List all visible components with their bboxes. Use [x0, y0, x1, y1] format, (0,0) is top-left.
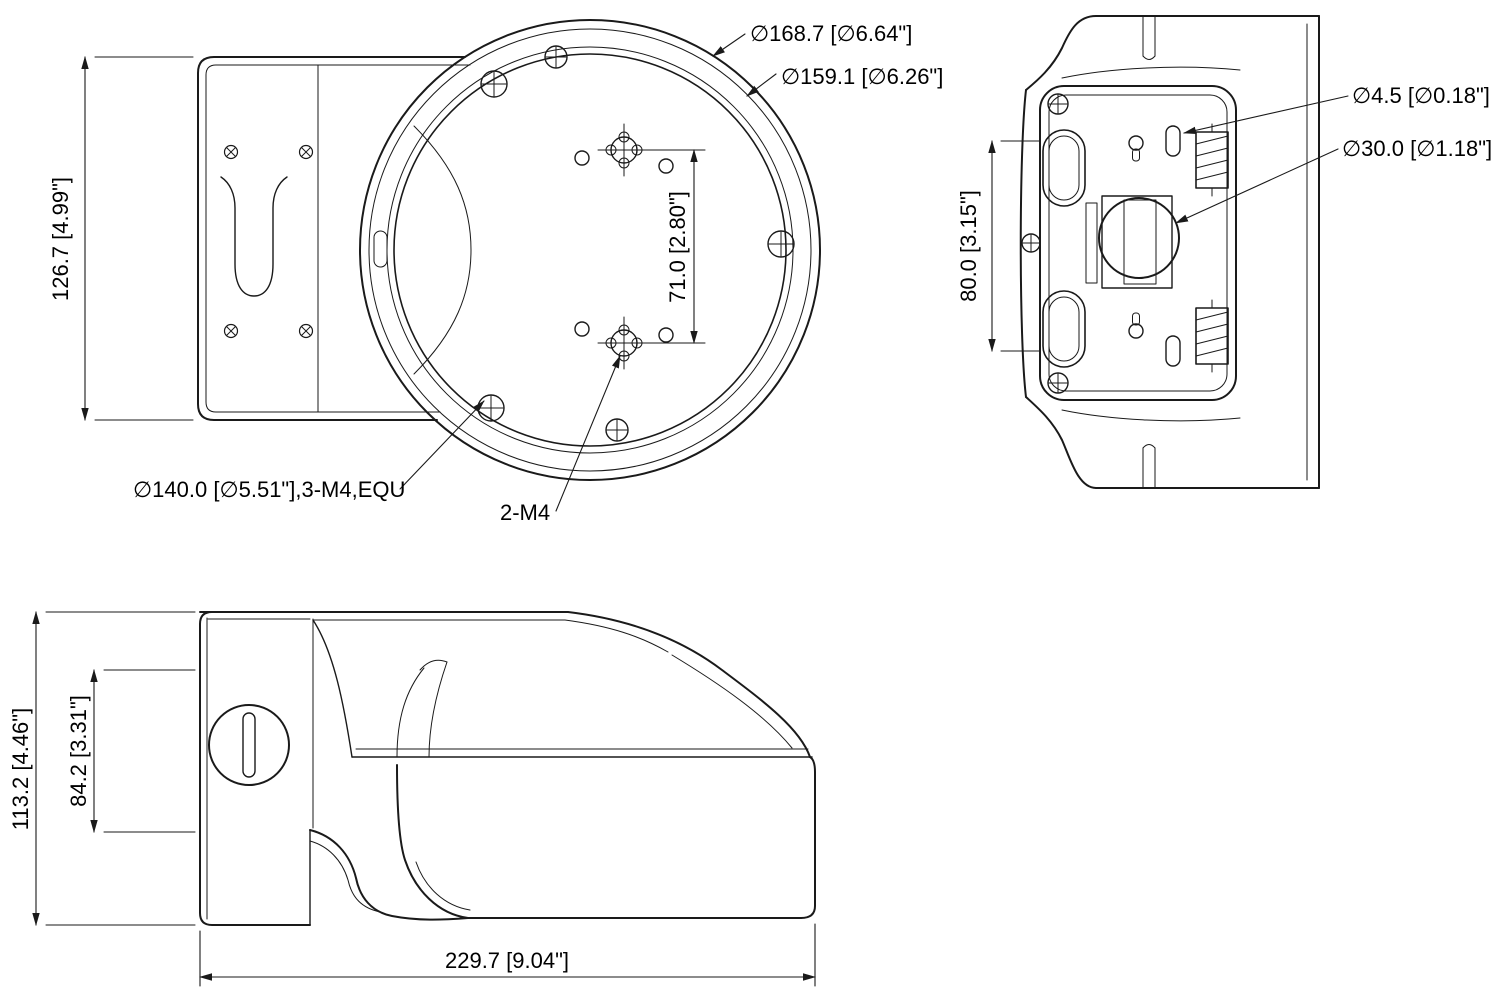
casting-contour	[413, 125, 472, 375]
leader-screw-hole: ∅4.5 [∅0.18"]	[1183, 83, 1490, 134]
front-view: 126.7 [4.99"] 71.0 [2.80"] ∅168.7 [∅6.64…	[48, 19, 943, 525]
center-hole	[1098, 197, 1180, 279]
leader-outer-diameter: ∅168.7 [∅6.64"]	[712, 21, 912, 57]
dim-center-hole-label: ∅30.0 [∅1.18"]	[1342, 136, 1492, 161]
center-hole-assembly	[1085, 195, 1180, 289]
plate-screw	[1047, 93, 1069, 115]
bolt-screw	[477, 394, 505, 422]
rim-screw	[544, 45, 568, 69]
dim-inner-diameter-label: ∅159.1 [∅6.26"]	[781, 64, 943, 89]
rim-slot	[373, 230, 388, 268]
dim-front-height: 126.7 [4.99"]	[48, 56, 194, 421]
wall-plate	[199, 611, 314, 926]
screw-hole-4-5	[1165, 125, 1181, 157]
small-hole	[658, 158, 674, 174]
hanging-notch	[220, 176, 288, 297]
mounting-ring	[359, 19, 821, 481]
side-view: 113.2 [4.46"] 84.2 [3.31"] 229.7 [9.04"]	[8, 611, 816, 987]
dim-side-plate-height-label: 84.2 [3.31"]	[66, 695, 91, 807]
dim-side-total-height: 113.2 [4.46"]	[8, 611, 196, 926]
arm-and-dome	[199, 611, 816, 921]
bracket-arm	[197, 56, 471, 421]
keyhole-slot	[1128, 135, 1144, 162]
m4-hole	[597, 316, 651, 370]
small-hole	[574, 321, 590, 337]
rim-screw	[605, 418, 629, 442]
dim-side-total-height-label: 113.2 [4.46"]	[8, 708, 33, 830]
screw-hole-4-5	[1165, 335, 1181, 367]
leader-thread-holes: 2-M4	[500, 355, 621, 525]
small-hole	[574, 150, 590, 166]
arm-screw	[298, 323, 314, 339]
spring-stud	[1195, 123, 1229, 197]
rear-view: 80.0 [3.15"] ∅4.5 [∅0.18"] ∅30.0 [∅1.18"…	[956, 15, 1492, 489]
bolt-screw	[480, 70, 508, 98]
dim-thread-holes-label: 2-M4	[500, 500, 550, 525]
leader-inner-diameter: ∅159.1 [∅6.26"]	[746, 64, 943, 97]
dim-side-plate-height: 84.2 [3.31"]	[66, 669, 196, 833]
dim-hole-spacing: 71.0 [2.80"]	[640, 149, 706, 344]
outer-rim-circle	[359, 19, 821, 481]
dim-rear-height: 80.0 [3.15"]	[956, 140, 1041, 352]
leader-bolt-circle: ∅140.0 [∅5.51"],3-M4,EQU	[133, 400, 485, 502]
spring-stud	[1195, 299, 1229, 373]
keyhole-slot	[1128, 312, 1144, 339]
cable-oval	[1042, 129, 1086, 207]
dim-screw-hole-label: ∅4.5 [∅0.18"]	[1352, 83, 1490, 108]
m4-hole	[597, 123, 651, 177]
dim-front-height-label: 126.7 [4.99"]	[48, 177, 73, 301]
dim-rear-height-label: 80.0 [3.15"]	[956, 190, 981, 302]
dim-side-length: 229.7 [9.04"]	[199, 923, 816, 987]
plate-screw	[1047, 372, 1069, 394]
plate-screw	[1021, 233, 1041, 253]
leader-center-hole: ∅30.0 [∅1.18"]	[1175, 136, 1492, 224]
cable-oval	[1042, 290, 1086, 368]
plate-boss	[208, 704, 290, 786]
dim-side-length-label: 229.7 [9.04"]	[445, 948, 569, 973]
rear-silhouette	[1019, 15, 1320, 489]
dim-bolt-circle-label: ∅140.0 [∅5.51"],3-M4,EQU	[133, 477, 405, 502]
inner-rim-circle	[368, 28, 812, 472]
arm-screw	[298, 144, 314, 160]
arm-screw	[223, 323, 239, 339]
bolt-screw	[767, 230, 795, 258]
arm-screw	[223, 144, 239, 160]
dim-outer-diameter-label: ∅168.7 [∅6.64"]	[750, 21, 912, 46]
small-hole	[658, 327, 674, 343]
dim-hole-spacing-label: 71.0 [2.80"]	[665, 191, 690, 303]
